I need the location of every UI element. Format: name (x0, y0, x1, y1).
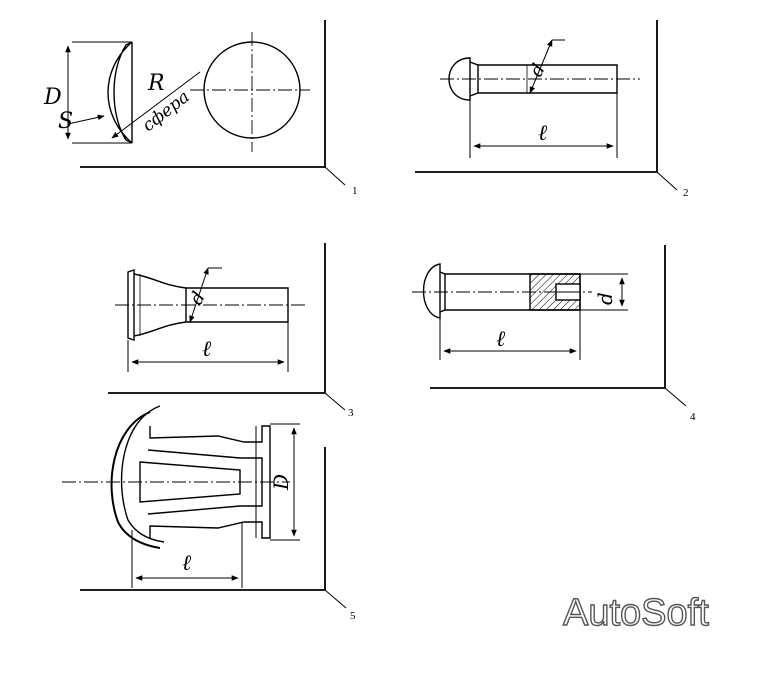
rivet-head-3 (127, 269, 135, 341)
radius-leader (111, 71, 201, 139)
fig1-label-R: R (147, 71, 165, 96)
leader-3 (324, 392, 346, 411)
fig2-number: 2 (683, 187, 689, 199)
figure-5 (62, 405, 347, 609)
rivet-head-2 (448, 57, 471, 101)
frame-4 (430, 245, 666, 389)
fig3-number: 3 (348, 407, 354, 419)
fig2-label-d: d (526, 60, 550, 80)
rivet-head-4 (422, 263, 441, 319)
fig4-label-l: ℓ (496, 327, 506, 352)
leader-1 (324, 166, 346, 186)
fig2-label-l: ℓ (538, 121, 548, 146)
fig1-number: 1 (352, 185, 358, 197)
frame-3 (108, 243, 326, 394)
autosoft-watermark: AutoSoft (562, 591, 709, 634)
figure-4 (412, 245, 687, 407)
frame-2 (415, 20, 658, 173)
fig1-label-S: S (58, 109, 73, 134)
leader-2 (656, 171, 678, 191)
dome-section (107, 41, 133, 144)
fig3-label-l: ℓ (202, 337, 212, 362)
leader-5 (324, 589, 347, 609)
fig4-label-d: d (593, 292, 617, 305)
fig5-label-D: D (269, 474, 293, 491)
fig4-number: 4 (690, 411, 696, 423)
dome-head-5 (110, 411, 161, 549)
fig1-label-D: D (43, 85, 62, 110)
fig5-number: 5 (350, 610, 356, 622)
tapered-core (147, 449, 263, 515)
fig5-label-l: ℓ (182, 551, 192, 576)
leader-4 (664, 387, 687, 407)
figure-1 (65, 20, 346, 186)
rivet-shank-2 (469, 61, 618, 97)
figure-3 (108, 243, 346, 411)
figure-2 (415, 20, 678, 191)
sleeve-outer (149, 425, 271, 539)
